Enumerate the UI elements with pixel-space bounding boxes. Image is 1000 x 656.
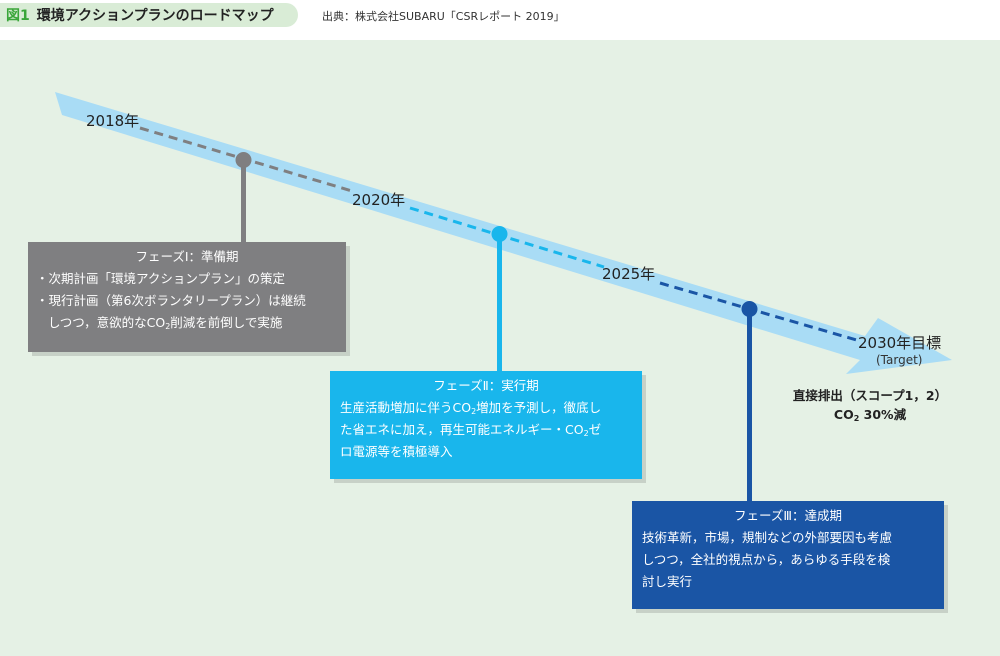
figure-title: 環境アクションプランのロードマップ <box>36 8 274 24</box>
year-2025: 2025年 <box>602 265 656 283</box>
phase1-title: フェーズⅠ：準備期 <box>135 249 239 264</box>
phase3-line2: しつつ，全社的視点から，あらゆる手段を検 <box>642 552 891 567</box>
timeline-segment-3 <box>659 281 861 343</box>
phase2-line2: た省エネに加え，再生可能エネルギー・CO2ゼ <box>340 422 602 438</box>
figure-number: 図1 <box>6 8 30 24</box>
year-2020: 2020年 <box>352 191 406 209</box>
phase3-title: フェーズⅢ：達成期 <box>734 508 842 523</box>
target-label: (Target) <box>876 353 923 367</box>
phase3-stem <box>747 308 752 502</box>
phase1-item2: ・現行計画（第6次ボランタリープラン）は継続 <box>36 293 306 308</box>
header: 図1 環境アクションプランのロードマップ 出典：株式会社SUBARU「CSRレポ… <box>0 0 1000 40</box>
phase2-title: フェーズⅡ：実行期 <box>433 378 539 393</box>
phase2-box: フェーズⅡ：実行期 生産活動増加に伴うCO2増加を予測し，徹底し た省エネに加え… <box>330 371 642 479</box>
goal-text: 直接排出（スコープ1，2） CO2 30%減 <box>770 386 970 424</box>
phase1-dot <box>235 152 252 168</box>
phase3-box: フェーズⅢ：達成期 技術革新，市場，規制などの外部要因も考慮 しつつ，全社的視点… <box>632 501 944 609</box>
phase2-stem <box>497 232 502 372</box>
goal-line2: CO2 30%減 <box>833 407 907 423</box>
phase3-dot <box>741 301 758 317</box>
phase1-box: フェーズⅠ：準備期 ・次期計画「環境アクションプラン」の策定 ・現行計画（第6次… <box>28 242 346 352</box>
phase3-line3: 討し実行 <box>642 574 693 589</box>
year-2030-target: 2030年目標 <box>858 334 942 352</box>
phase3-line1: 技術革新，市場，規制などの外部要因も考慮 <box>642 530 893 545</box>
phase1-item1: ・次期計画「環境アクションプラン」の策定 <box>36 271 286 286</box>
figure-title-tab: 図1 環境アクションプランのロードマップ <box>0 3 298 27</box>
phase1-item2-cont: しつつ，意欲的なCO2削減を前倒しで実施 <box>48 315 283 331</box>
phase2-line3: ロ電源等を積極導入 <box>340 444 453 459</box>
phase2-dot <box>491 226 508 242</box>
year-2018: 2018年 <box>86 112 140 130</box>
phase1-stem <box>241 158 246 244</box>
phase2-line1: 生産活動増加に伴うCO2増加を予測し，徹底し <box>340 400 602 416</box>
source-note: 出典：株式会社SUBARU「CSRレポート 2019」 <box>322 10 565 23</box>
timeline-segment-2 <box>409 206 605 269</box>
goal-line1: 直接排出（スコープ1，2） <box>792 388 948 403</box>
